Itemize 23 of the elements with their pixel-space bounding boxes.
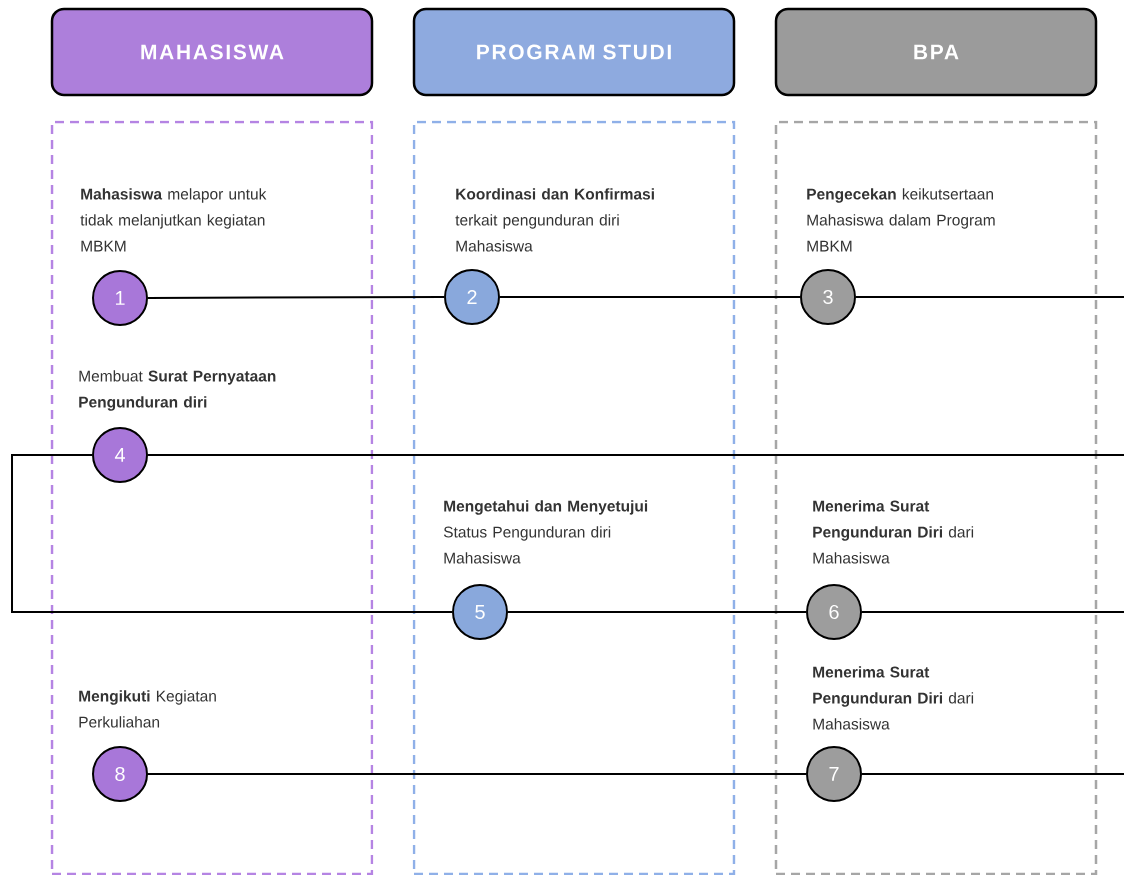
- description-text: Pengecekan keikutsertaan Mahasiswa dalam Program MBKM: [807, 188, 995, 252]
- connector-line: [861, 611, 1124, 613]
- description-text: Menerima Surat Pengunduran Diri dari Mahasiswa: [813, 500, 974, 564]
- description-text: Mengikuti Kegiatan Perkuliahan: [79, 690, 216, 728]
- connector-line: [499, 296, 801, 298]
- connector-line: [507, 611, 807, 613]
- swimlane: [412, 120, 736, 875]
- swimlane: [50, 120, 374, 875]
- connector-line: [11, 454, 453, 613]
- connector-line: [147, 296, 445, 299]
- swimlane: [774, 120, 1098, 875]
- description-text: Mahasiswa melapor untuk tidak melanjutkan kegiatan MBKM: [80, 188, 267, 252]
- description-text: Membuat Surat Pernyataan Pengunduran diri: [79, 370, 276, 411]
- connector-line: [855, 296, 1124, 298]
- description-text: Koordinasi dan Konfirmasi terkait pengunduran diri Mahasiswa: [455, 188, 654, 252]
- connector-line: [861, 773, 1124, 775]
- connector-line: [147, 773, 807, 775]
- description-text: Mengetahui dan Menyetujui Status Pengunduran diri Mahasiswa: [443, 500, 648, 564]
- lane-header: BPA: [774, 7, 1098, 97]
- lane-header: MAHASISWA: [50, 7, 374, 97]
- description-text: Menerima Surat Pengunduran Diri dari Mahasiswa: [813, 666, 974, 730]
- lane-header: PROGRAM STUDI: [412, 7, 736, 97]
- connector-line: [147, 454, 1124, 456]
